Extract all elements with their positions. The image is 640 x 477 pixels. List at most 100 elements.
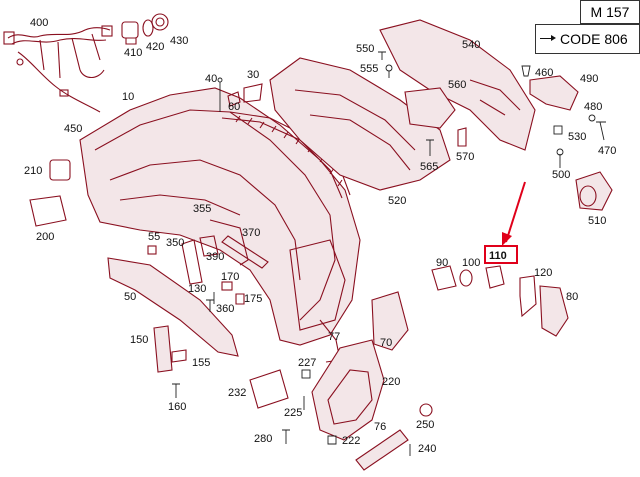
part-label-77[interactable]: 77 [328, 331, 340, 343]
part-40-pin[interactable] [217, 77, 223, 112]
part-470-bolt[interactable] [596, 121, 606, 141]
part-60-clip[interactable] [227, 91, 241, 107]
part-370-rail[interactable] [221, 235, 269, 269]
part-220-reinforcement[interactable] [311, 339, 385, 441]
part-label-500[interactable]: 500 [552, 169, 570, 181]
part-450-cable[interactable] [17, 51, 101, 113]
part-label-400[interactable]: 400 [30, 17, 48, 29]
part-232-plate[interactable] [249, 369, 289, 409]
part-label-350[interactable]: 350 [166, 237, 184, 249]
part-565-screw[interactable] [426, 139, 434, 156]
part-label-450[interactable]: 450 [64, 123, 82, 135]
part-label-570[interactable]: 570 [456, 151, 474, 163]
part-label-280[interactable]: 280 [254, 433, 272, 445]
part-50-absorber[interactable] [107, 257, 239, 357]
part-label-370[interactable]: 370 [242, 227, 260, 239]
part-555-screw[interactable] [385, 64, 393, 78]
part-90-bracket[interactable] [431, 265, 457, 291]
part-280-bolt[interactable] [282, 429, 290, 444]
part-label-155[interactable]: 155 [192, 357, 210, 369]
part-label-430[interactable]: 430 [170, 35, 188, 47]
part-label-480[interactable]: 480 [584, 101, 602, 113]
part-label-220[interactable]: 220 [382, 376, 400, 388]
part-250-clip[interactable] [419, 403, 433, 417]
part-155-clip[interactable] [171, 349, 187, 363]
part-510-tip[interactable] [575, 171, 613, 211]
part-label-420[interactable]: 420 [146, 41, 164, 53]
part-label-175[interactable]: 175 [244, 293, 262, 305]
part-80-trim[interactable] [539, 285, 569, 337]
part-label-250[interactable]: 250 [416, 419, 434, 431]
part-label-210[interactable]: 210 [24, 165, 42, 177]
part-55-clip[interactable] [147, 245, 157, 255]
part-label-130[interactable]: 130 [188, 283, 206, 295]
part-label-240[interactable]: 240 [418, 443, 436, 455]
part-30-cover[interactable] [243, 83, 263, 103]
part-170-sensor[interactable] [221, 281, 233, 291]
part-label-390[interactable]: 390 [206, 251, 224, 263]
part-label-360[interactable]: 360 [216, 303, 234, 315]
part-label-170[interactable]: 170 [221, 271, 239, 283]
part-355-bracket[interactable] [209, 219, 249, 266]
part-label-120[interactable]: 120 [534, 267, 552, 279]
part-570-bracket[interactable] [457, 127, 467, 147]
part-label-355[interactable]: 355 [193, 203, 211, 215]
part-200-plate[interactable] [29, 195, 67, 227]
part-530-clip[interactable] [553, 125, 563, 135]
part-70-bracket[interactable] [371, 291, 409, 351]
part-label-110[interactable]: 110 [489, 250, 507, 262]
part-label-50[interactable]: 50 [124, 291, 136, 303]
part-label-200[interactable]: 200 [36, 231, 54, 243]
part-175-holder[interactable] [235, 293, 245, 305]
part-100-ring[interactable] [459, 269, 473, 287]
part-540-diffuser[interactable] [379, 19, 536, 151]
part-420-ring[interactable] [142, 19, 154, 37]
part-160-bolt[interactable] [172, 383, 180, 398]
part-label-10[interactable]: 10 [122, 91, 134, 103]
part-label-160[interactable]: 160 [168, 401, 186, 413]
part-label-100[interactable]: 100 [462, 257, 480, 269]
part-label-540[interactable]: 540 [462, 39, 480, 51]
part-label-55[interactable]: 55 [148, 231, 160, 243]
part-150-bracket[interactable] [153, 325, 173, 373]
part-460-clip[interactable] [521, 65, 531, 77]
part-label-560[interactable]: 560 [448, 79, 466, 91]
part-10-bumper-cover[interactable] [79, 87, 361, 346]
part-110-holder[interactable] [485, 265, 505, 289]
part-label-76[interactable]: 76 [374, 421, 386, 433]
part-410-sensor[interactable] [121, 21, 139, 45]
part-350-bracket[interactable] [181, 239, 203, 285]
part-label-555[interactable]: 555 [360, 63, 378, 75]
part-label-150[interactable]: 150 [130, 334, 148, 346]
part-120-strip[interactable] [519, 275, 537, 318]
part-490-bracket[interactable] [529, 75, 579, 111]
part-label-470[interactable]: 470 [598, 145, 616, 157]
part-222-clip[interactable] [327, 435, 337, 445]
part-550-screw[interactable] [378, 51, 386, 60]
part-label-222[interactable]: 222 [342, 435, 360, 447]
part-360-bolt[interactable] [206, 299, 214, 312]
part-label-30[interactable]: 30 [247, 69, 259, 81]
part-label-490[interactable]: 490 [580, 73, 598, 85]
part-label-40[interactable]: 40 [205, 73, 217, 85]
part-label-90[interactable]: 90 [436, 257, 448, 269]
part-label-232[interactable]: 232 [228, 387, 246, 399]
part-400-harness[interactable] [3, 25, 113, 79]
part-430-holder[interactable] [151, 13, 169, 31]
part-480-nut[interactable] [588, 114, 596, 122]
part-390-guide[interactable] [199, 235, 219, 257]
part-label-80[interactable]: 80 [566, 291, 578, 303]
part-label-460[interactable]: 460 [535, 67, 553, 79]
part-label-225[interactable]: 225 [284, 407, 302, 419]
part-label-410[interactable]: 410 [124, 47, 142, 59]
part-210-cap[interactable] [49, 159, 71, 181]
part-label-520[interactable]: 520 [388, 195, 406, 207]
part-label-60[interactable]: 60 [228, 101, 240, 113]
part-label-227[interactable]: 227 [298, 357, 316, 369]
part-76-strip[interactable] [355, 429, 409, 471]
part-227-clip[interactable] [301, 369, 311, 379]
part-560-bracket[interactable] [404, 87, 456, 129]
part-label-70[interactable]: 70 [380, 337, 392, 349]
part-label-530[interactable]: 530 [568, 131, 586, 143]
part-label-550[interactable]: 550 [356, 43, 374, 55]
